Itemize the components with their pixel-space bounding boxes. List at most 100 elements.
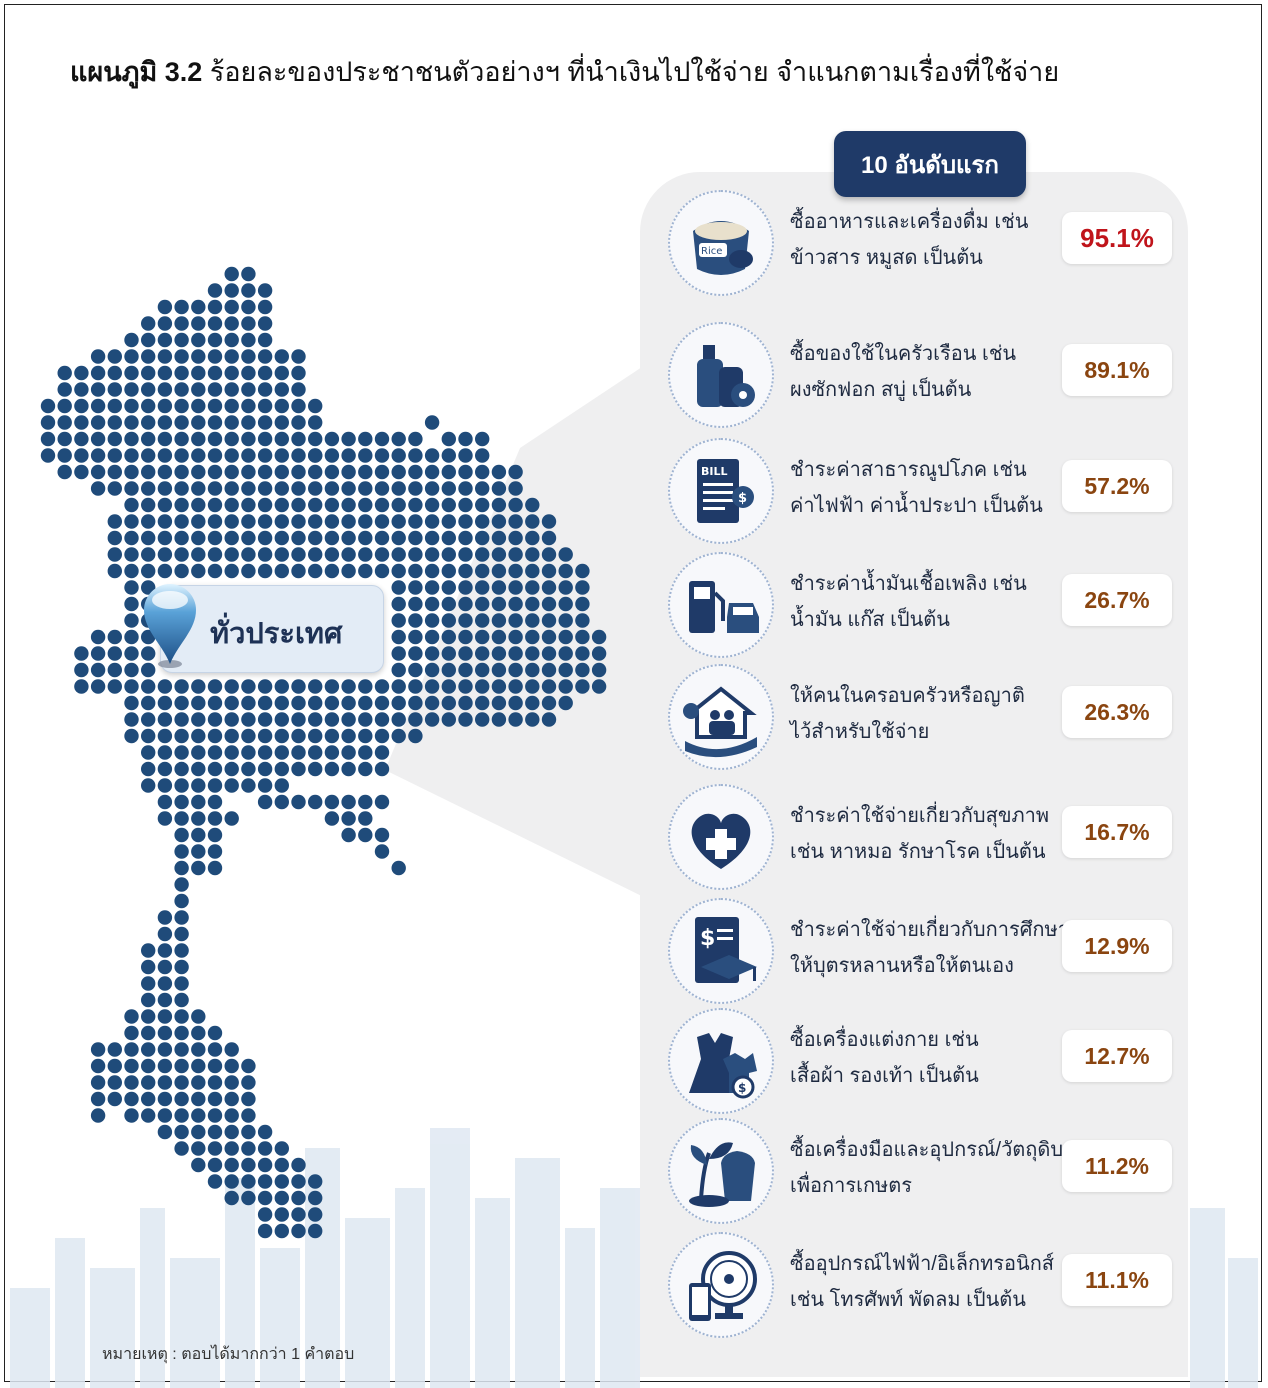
map-dot [191,778,206,793]
map-dot [224,1124,239,1140]
map-dot [207,1091,223,1107]
map-dot [157,943,173,958]
map-dot [358,547,373,562]
map-dot [408,695,423,711]
map-dot [207,695,223,711]
map-dot [257,1223,273,1239]
map-dot [157,497,173,513]
map-dot [224,1058,239,1074]
city-skyline-background [10,1128,1258,1388]
map-dot [124,497,139,513]
map-dot [374,530,390,546]
map-dot [358,794,373,810]
map-dot [541,629,557,645]
map-dot [274,415,289,430]
map-dot [257,745,273,760]
map-dot [257,778,273,793]
map-dot [124,563,139,579]
map-dot [191,349,206,364]
map-dot [308,464,323,480]
row-label-line2: ผงซักฟอก สบู่ เป็นต้น [790,379,972,401]
map-dot [341,695,356,711]
map-dot [224,497,239,513]
ranking-row: $ ชำระค่าใช้จ่ายเกี่ยวกับการศึกษาให้บุตรห… [0,898,1268,1008]
map-dot [191,299,206,315]
map-dot [358,464,373,480]
row-value: 26.7% [1062,574,1172,626]
map-dot [74,398,89,414]
map-dot [308,481,323,496]
map-dot [391,728,406,744]
map-dot [525,530,540,546]
map-dot [141,778,156,793]
map-dot [541,547,557,562]
map-dot [558,547,573,562]
map-dot [241,514,256,529]
ranking-row: ชำระค่าน้ำมันเชื้อเพลิง เช่นน้ำมัน แก๊ส … [0,552,1268,662]
chart-title-number: แผนภูมิ 3.2 [70,57,203,87]
map-dot [408,464,423,480]
map-dot [207,778,223,793]
map-dot [191,811,206,826]
map-dot [141,745,156,760]
map-dot [508,646,523,661]
map-dot [157,1075,173,1090]
map-dot [141,1091,156,1107]
map-dot [257,695,273,711]
map-dot [308,547,323,562]
ranking-row: ชำระค่าใช้จ่ายเกี่ยวกับสุขภาพเช่น หาหมอ … [0,784,1268,894]
map-dot [241,728,256,744]
map-dot [308,679,323,694]
map-dot [174,547,189,562]
map-dot [475,695,490,711]
map-dot [291,415,306,430]
map-dot [575,679,590,694]
map-dot [191,679,206,694]
map-dot [291,1157,306,1173]
map-dot [107,662,123,678]
map-dot [324,431,340,447]
map-dot [508,563,523,579]
map-dot [40,448,56,463]
map-dot [558,662,573,678]
map-dot [341,497,356,513]
map-dot [207,679,223,694]
map-dot [257,1141,273,1156]
map-dot [358,761,373,777]
svg-text:$: $ [700,926,715,951]
map-dot [291,679,306,694]
map-dot [308,415,323,430]
map-dot [475,547,490,562]
map-dot [458,580,473,595]
row-label: ชำระค่าใช้จ่ายเกี่ยวกับการศึกษาให้บุตรหล… [790,912,1069,984]
row-label: ชำระค่าสาธารณูปโภค เช่นค่าไฟฟ้า ค่าน้ำปร… [790,452,1060,524]
map-dot [291,712,306,727]
row-value: 57.2% [1062,460,1172,512]
row-label-line1: ชำระค่าใช้จ่ายเกี่ยวกับสุขภาพ [790,805,1050,827]
map-dot [224,778,239,793]
map-dot [257,332,273,348]
map-dot [141,464,156,480]
row-label-line1: ซื้อของใช้ในครัวเรือน เช่น [790,343,1017,365]
map-dot [174,1025,189,1041]
map-dot [157,745,173,760]
map-dot [174,530,189,546]
map-dot [207,1124,223,1140]
map-dot [257,1190,273,1206]
map-dot [291,761,306,777]
map-dot [141,728,156,744]
map-dot [207,811,223,826]
map-dot [90,1042,106,1057]
map-dot [174,464,189,480]
map-dot [57,382,72,397]
map-dot [591,629,607,645]
map-dot [191,1091,206,1107]
map-dot [191,1009,206,1024]
row-value: 11.1% [1062,1254,1172,1306]
map-dot [358,695,373,711]
map-dot [157,332,173,348]
map-dot [157,695,173,711]
map-dot [408,497,423,513]
